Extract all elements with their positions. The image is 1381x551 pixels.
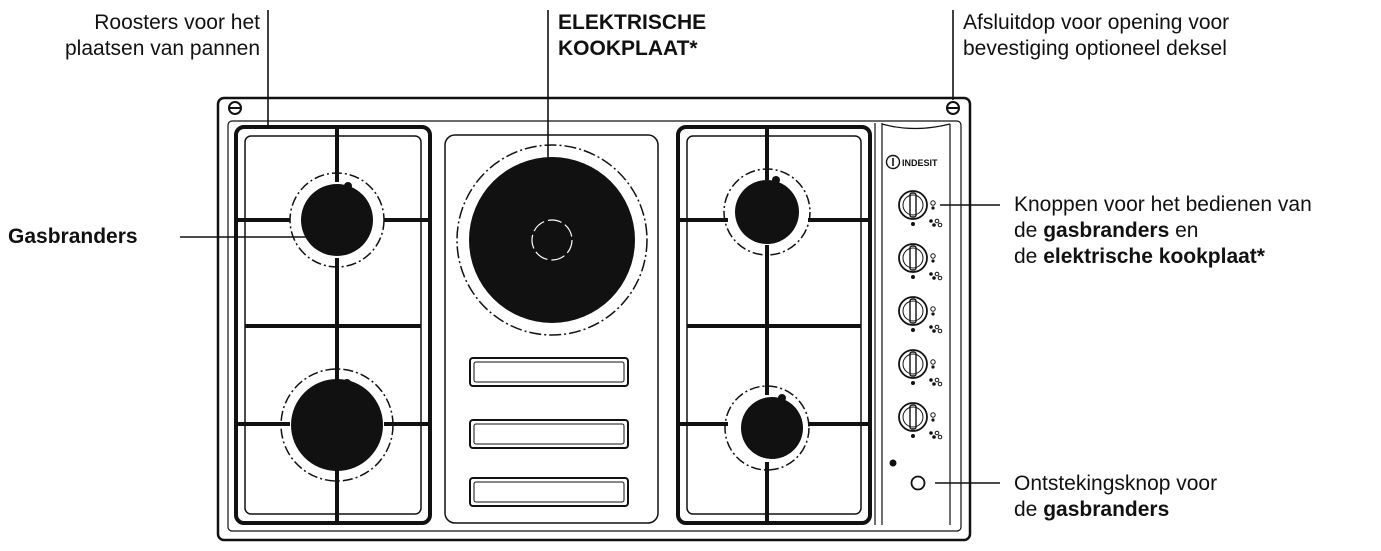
screw-left — [228, 101, 242, 115]
label-ontstekingsknop: Ontstekingsknop voor de gasbranders — [1014, 472, 1218, 521]
control-knob[interactable] — [898, 243, 943, 281]
svg-text:INDESIT: INDESIT — [902, 158, 938, 168]
label-roosters: Roosters voor het plaatsen van pannen — [65, 11, 260, 60]
control-knob[interactable] — [898, 190, 943, 228]
gas-burner-front-left — [291, 379, 383, 471]
electric-hotplate — [469, 157, 635, 323]
label-elektrische-kookplaat: ELEKTRISCHE KOOKPLAAT* — [558, 11, 707, 60]
gas-burner-front-right — [741, 397, 803, 459]
left-pan-grate — [234, 125, 432, 525]
electric-hotplate-panel — [444, 134, 659, 524]
hob-frame — [216, 96, 972, 542]
right-pan-grate — [676, 125, 872, 525]
label-knoppen: Knoppen voor het bedienen van de gasbran… — [1014, 193, 1312, 268]
gas-burner-rear-right — [735, 180, 799, 244]
control-knobs — [898, 190, 943, 440]
gas-burner-rear-left — [301, 184, 373, 256]
hob-frame-inner — [227, 120, 962, 532]
ignition-button[interactable] — [910, 475, 926, 491]
control-knob[interactable] — [898, 296, 943, 334]
screw-right — [946, 101, 960, 115]
label-gasbranders: Gasbranders — [8, 225, 138, 248]
control-panel — [874, 123, 951, 525]
label-afsluitdop: Afsluitdop voor opening voor bevestiging… — [963, 11, 1230, 60]
control-knob[interactable] — [898, 349, 943, 387]
control-knob[interactable] — [898, 402, 943, 440]
indicator-light — [889, 459, 897, 467]
indesit-logo: INDESIT — [885, 154, 938, 170]
